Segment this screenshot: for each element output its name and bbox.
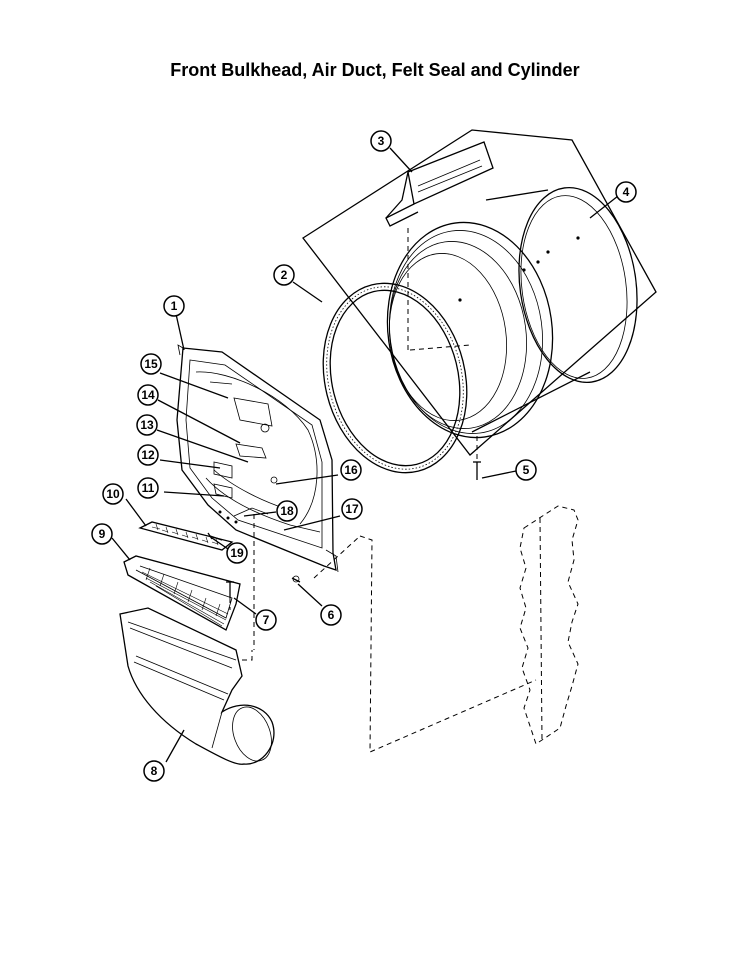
- part-1-front-bulkhead: [176, 344, 339, 573]
- callout-12-label: 12: [141, 448, 155, 462]
- part-8-air-duct: [119, 607, 275, 765]
- callout-11: 11: [137, 477, 159, 499]
- cabinet-side-panel: [313, 505, 579, 753]
- part-5-screw: [473, 436, 481, 480]
- callout-9-label: 9: [99, 527, 106, 541]
- callout-16-label: 16: [344, 463, 358, 477]
- callout-10: 10: [102, 483, 124, 505]
- callout-7: 7: [255, 609, 277, 631]
- callout-4: 4: [615, 181, 637, 203]
- callout-10-label: 10: [106, 487, 120, 501]
- part-6-screw: [291, 575, 301, 583]
- diagram-title: Front Bulkhead, Air Duct, Felt Seal and …: [170, 60, 580, 80]
- callout-17-label: 17: [345, 502, 359, 516]
- callout-2: 2: [273, 264, 295, 286]
- callouts: 1 2 3 4 5 6 7 8 9 10 11 12 13 14 15 16 1…: [91, 130, 637, 782]
- part-10-lint-screen: [138, 521, 234, 551]
- callout-5-label: 5: [523, 463, 530, 477]
- callout-5: 5: [515, 459, 537, 481]
- callout-12: 12: [137, 444, 159, 466]
- callout-15-label: 15: [144, 357, 158, 371]
- callout-15: 15: [140, 353, 162, 375]
- callout-18-label: 18: [280, 504, 294, 518]
- callout-8: 8: [143, 760, 165, 782]
- part-9-lint-grill: [123, 555, 241, 631]
- callout-4-label: 4: [623, 185, 630, 199]
- callout-13: 13: [136, 414, 158, 436]
- callout-13-label: 13: [140, 418, 154, 432]
- callout-19: 19: [226, 542, 248, 564]
- callout-18: 18: [276, 500, 298, 522]
- callout-3: 3: [370, 130, 392, 152]
- part-4-cylinder: [386, 186, 638, 439]
- callout-8-label: 8: [151, 764, 158, 778]
- callout-2-label: 2: [281, 268, 288, 282]
- callout-7-label: 7: [263, 613, 270, 627]
- callout-9: 9: [91, 523, 113, 545]
- part-3-baffle: [385, 141, 494, 350]
- callout-19-label: 19: [230, 546, 244, 560]
- callout-16: 16: [340, 459, 362, 481]
- callout-1-label: 1: [171, 299, 178, 313]
- callout-14: 14: [137, 384, 159, 406]
- callout-3-label: 3: [378, 134, 385, 148]
- callout-14-label: 14: [141, 388, 155, 402]
- callout-11-label: 11: [142, 481, 155, 495]
- callout-1: 1: [163, 295, 185, 317]
- part-2-felt-seal: [322, 282, 468, 474]
- leader-lines: [111, 147, 619, 763]
- callout-17: 17: [341, 498, 363, 520]
- callout-6: 6: [320, 604, 342, 626]
- callout-6-label: 6: [328, 608, 335, 622]
